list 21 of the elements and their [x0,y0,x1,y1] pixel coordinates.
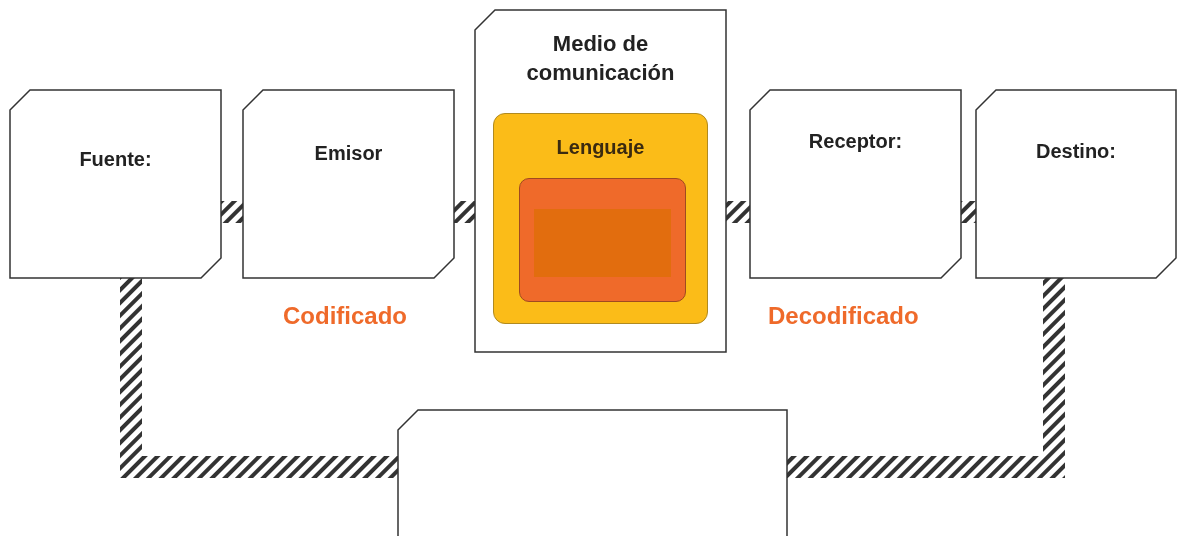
hatched-connector [454,201,475,223]
process-label: Codificado [283,302,407,330]
node-label: Medio de comunicación [525,30,676,87]
process-box [976,90,1176,278]
process-box [243,90,454,278]
process-box [398,410,787,536]
hatched-connector [726,201,750,223]
hatched-connector [221,201,243,223]
node-label: Destino: [1036,139,1116,164]
hatched-connector [120,278,398,478]
language-panel [493,113,708,324]
process-box [10,90,221,278]
node-label: Emisor [314,141,383,166]
process-box [750,90,961,278]
hatched-connector [787,278,1065,478]
node-label: Fuente: [79,147,152,172]
process-label: Decodificado [768,302,919,330]
node-label: Receptor: [808,129,903,154]
inner-panel [519,178,686,302]
node-label: Lenguaje [556,135,645,160]
medium-box [475,10,726,352]
